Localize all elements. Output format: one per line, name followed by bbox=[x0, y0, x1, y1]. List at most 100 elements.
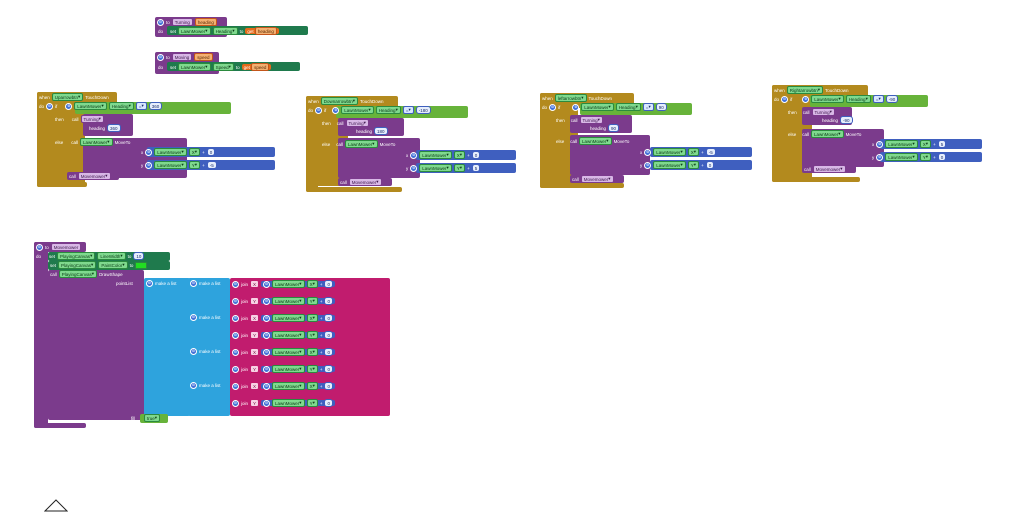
gear-icon[interactable]: ⚙ bbox=[644, 161, 652, 169]
property-dropdown[interactable]: Heading▾ bbox=[845, 95, 871, 103]
text-value[interactable]: Y bbox=[250, 297, 260, 305]
gear-icon[interactable]: ⚙ bbox=[232, 399, 239, 407]
gear-icon[interactable]: ⚙ bbox=[802, 95, 810, 103]
component-dropdown[interactable]: LawnMower▾ bbox=[178, 27, 211, 35]
y-add-block[interactable] bbox=[650, 160, 752, 170]
number-value[interactable]: 5 bbox=[937, 140, 947, 148]
procedure-dropdown[interactable]: Turning▾ bbox=[579, 116, 603, 124]
procedure-param[interactable]: heading bbox=[194, 18, 217, 26]
gear-icon[interactable]: ⚙ bbox=[644, 148, 652, 156]
property-dropdown[interactable]: X▾ bbox=[919, 140, 932, 148]
component-dropdown[interactable]: LawnMower▾ bbox=[154, 148, 187, 156]
gear-icon[interactable]: ⚙ bbox=[781, 95, 789, 103]
component-dropdown[interactable]: LawnMower▾ bbox=[653, 148, 686, 156]
compare-operator[interactable]: =▾ bbox=[872, 95, 884, 103]
gear-icon[interactable]: ⚙ bbox=[46, 102, 54, 110]
gear-icon[interactable]: ⚙ bbox=[146, 279, 153, 287]
argument-value[interactable]: 180 bbox=[374, 127, 388, 135]
component-dropdown[interactable]: Rightarrowbtn▾ bbox=[786, 86, 824, 94]
property-dropdown[interactable]: Speed▾ bbox=[212, 63, 234, 71]
compare-operator[interactable]: =▾ bbox=[402, 106, 414, 114]
component-dropdown[interactable]: LawnMower▾ bbox=[885, 140, 918, 148]
property-dropdown[interactable]: Y▾ bbox=[919, 153, 932, 161]
procedure-dropdown[interactable]: Turning▾ bbox=[811, 108, 835, 116]
number-value[interactable]: 0 bbox=[324, 365, 333, 373]
get-variable[interactable]: speed bbox=[251, 63, 270, 71]
property-dropdown[interactable]: Y▾ bbox=[306, 399, 318, 407]
compare-operator[interactable]: =▾ bbox=[135, 102, 147, 110]
component-dropdown[interactable]: LawnMower▾ bbox=[581, 103, 614, 111]
component-dropdown[interactable]: LawnMower▾ bbox=[345, 140, 378, 148]
component-dropdown[interactable]: LawnMower▾ bbox=[74, 102, 107, 110]
component-dropdown[interactable]: PlayingCanvas▾ bbox=[58, 270, 98, 278]
procedure-dropdown[interactable]: Turning▾ bbox=[345, 119, 369, 127]
procedure-name[interactable]: Movemower bbox=[50, 243, 82, 251]
number-value[interactable]: 0 bbox=[324, 382, 333, 390]
gear-icon[interactable]: ⚙ bbox=[190, 347, 197, 355]
gear-icon[interactable]: ⚙ bbox=[410, 151, 418, 159]
component-dropdown[interactable]: LawnMower▾ bbox=[272, 365, 305, 373]
gear-icon[interactable]: ⚙ bbox=[232, 297, 239, 305]
compare-value[interactable]: -180 bbox=[415, 106, 431, 114]
call-drawshape-block[interactable] bbox=[48, 270, 144, 420]
gear-icon[interactable]: ⚙ bbox=[876, 153, 884, 161]
number-value[interactable]: 0 bbox=[206, 148, 216, 156]
component-dropdown[interactable]: LawnMower▾ bbox=[579, 137, 612, 145]
component-dropdown[interactable]: LawnMower▾ bbox=[653, 161, 686, 169]
gear-icon[interactable]: ⚙ bbox=[263, 280, 271, 288]
gear-icon[interactable]: ⚙ bbox=[232, 314, 239, 322]
component-dropdown[interactable]: leftarrowbtn▾ bbox=[554, 94, 587, 102]
property-dropdown[interactable]: Y▾ bbox=[306, 297, 318, 305]
number-value[interactable]: 0 bbox=[324, 348, 333, 356]
gear-icon[interactable]: ⚙ bbox=[232, 348, 239, 356]
procedure-dropdown[interactable]: Movemower▾ bbox=[580, 175, 614, 183]
argument-value[interactable]: 360 bbox=[107, 124, 121, 132]
x-add-block[interactable] bbox=[416, 150, 516, 160]
property-dropdown[interactable]: X▾ bbox=[306, 280, 318, 288]
component-dropdown[interactable]: LawnMower▾ bbox=[419, 164, 452, 172]
compare-operator[interactable]: =▾ bbox=[642, 103, 654, 111]
number-value[interactable]: 0 bbox=[705, 161, 715, 169]
property-dropdown[interactable]: Y▾ bbox=[306, 365, 318, 373]
number-value[interactable]: 5 bbox=[471, 164, 481, 172]
component-dropdown[interactable]: LawnMower▾ bbox=[419, 151, 452, 159]
property-dropdown[interactable]: X▾ bbox=[687, 148, 700, 156]
gear-icon[interactable]: ⚙ bbox=[232, 382, 239, 390]
gear-icon[interactable]: ⚙ bbox=[190, 313, 197, 321]
text-value[interactable]: Y bbox=[250, 331, 260, 339]
component-dropdown[interactable]: LawnMower▾ bbox=[811, 95, 844, 103]
argument-value[interactable]: 90 bbox=[608, 124, 620, 132]
property-dropdown[interactable]: X▾ bbox=[306, 382, 318, 390]
property-dropdown[interactable]: Y▾ bbox=[188, 161, 201, 169]
component-dropdown[interactable]: LawnMower▾ bbox=[272, 297, 305, 305]
gear-icon[interactable]: ⚙ bbox=[410, 164, 418, 172]
gear-icon[interactable]: ⚙ bbox=[315, 106, 323, 114]
property-dropdown[interactable]: X▾ bbox=[453, 151, 466, 159]
procedure-name[interactable]: Moving bbox=[171, 53, 193, 61]
component-dropdown[interactable]: LawnMower▾ bbox=[811, 130, 844, 138]
gear-icon[interactable]: ⚙ bbox=[263, 331, 271, 339]
property-dropdown[interactable]: Heading▾ bbox=[108, 102, 134, 110]
argument-value[interactable]: -90 bbox=[840, 116, 853, 124]
number-value[interactable]: -5 bbox=[206, 161, 217, 169]
gear-icon[interactable]: ⚙ bbox=[157, 53, 164, 61]
gear-icon[interactable]: ⚙ bbox=[190, 381, 197, 389]
get-block[interactable]: get heading bbox=[245, 27, 279, 35]
number-value[interactable]: 0 bbox=[324, 280, 333, 288]
compare-value[interactable]: -90 bbox=[885, 95, 899, 103]
y-add-block[interactable] bbox=[416, 163, 516, 173]
gear-icon[interactable]: ⚙ bbox=[263, 348, 271, 356]
property-dropdown[interactable]: Heading▾ bbox=[615, 103, 641, 111]
gear-icon[interactable]: ⚙ bbox=[36, 243, 43, 251]
text-value[interactable]: Y bbox=[250, 365, 260, 373]
text-value[interactable]: Y bbox=[250, 399, 260, 407]
gear-icon[interactable]: ⚙ bbox=[263, 399, 271, 407]
